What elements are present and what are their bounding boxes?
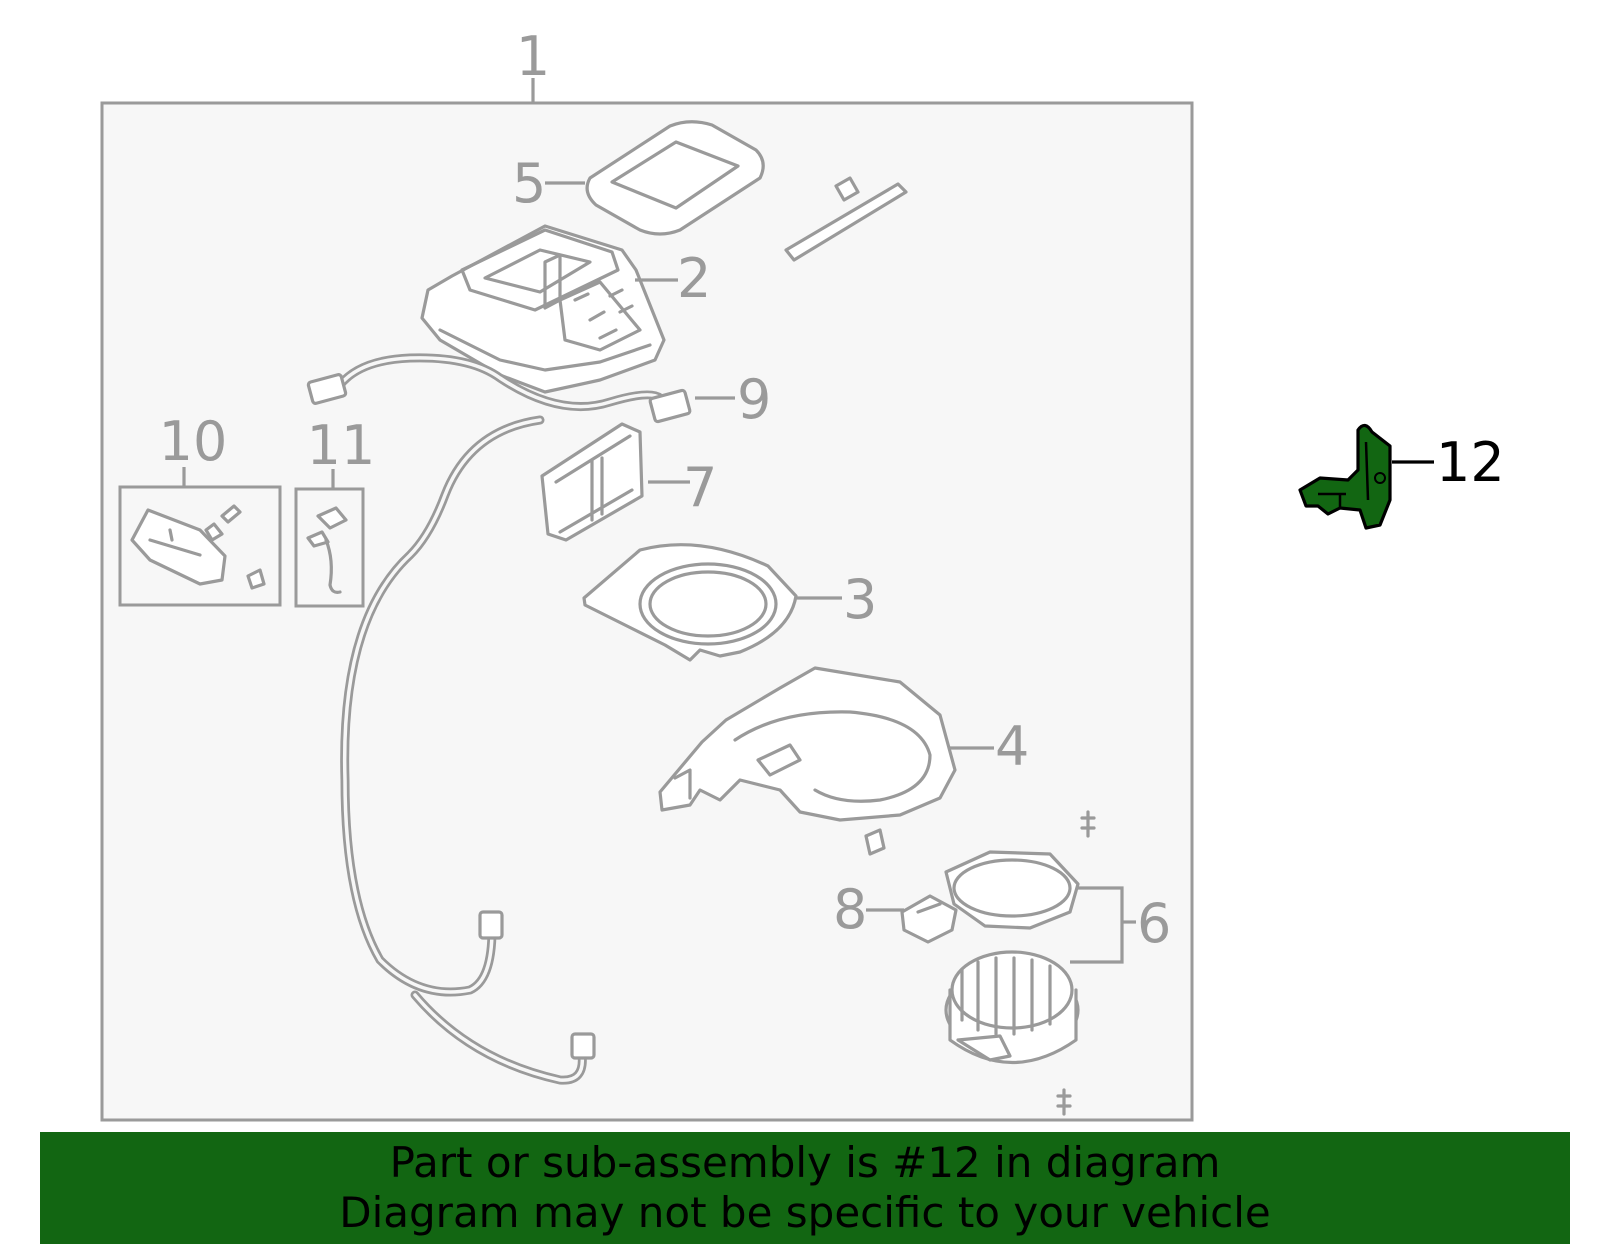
callout-8: 8 — [833, 878, 867, 941]
part-4-blower-case — [658, 666, 957, 822]
part-6-blower-motor — [944, 850, 1080, 1064]
callout-5: 5 — [512, 152, 546, 215]
part-10-actuator — [130, 504, 266, 590]
callout-3: 3 — [843, 568, 877, 631]
callout-12: 12 — [1436, 431, 1505, 494]
callout-9: 9 — [737, 368, 771, 431]
parts-diagram: 1 5 2 9 10 — [100, 25, 1505, 1122]
callout-6: 6 — [1137, 892, 1171, 955]
info-banner: Part or sub-assembly is #12 in diagram D… — [40, 1132, 1570, 1244]
part-12-bracket — [1298, 423, 1392, 530]
callout-11: 11 — [307, 414, 376, 477]
banner-line-2: Diagram may not be specific to your vehi… — [339, 1188, 1271, 1237]
part-11-clip — [306, 506, 348, 594]
part-7-cabin-filter — [540, 422, 644, 542]
callout-1: 1 — [516, 25, 550, 88]
part-5-filter-frame — [585, 120, 765, 236]
callout-10: 10 — [159, 410, 228, 473]
callout-2: 2 — [677, 247, 711, 310]
hardware-small — [864, 810, 1096, 1116]
callout-4: 4 — [995, 715, 1029, 778]
part-8-resistor — [900, 894, 958, 944]
part-3-blower-plate — [582, 543, 798, 662]
screw-and-rod — [784, 176, 908, 262]
callout-7: 7 — [683, 456, 717, 519]
banner-line-1: Part or sub-assembly is #12 in diagram — [389, 1138, 1221, 1187]
part-2-intake-housing — [420, 224, 666, 394]
part-9-wiring-harness — [306, 353, 692, 1085]
